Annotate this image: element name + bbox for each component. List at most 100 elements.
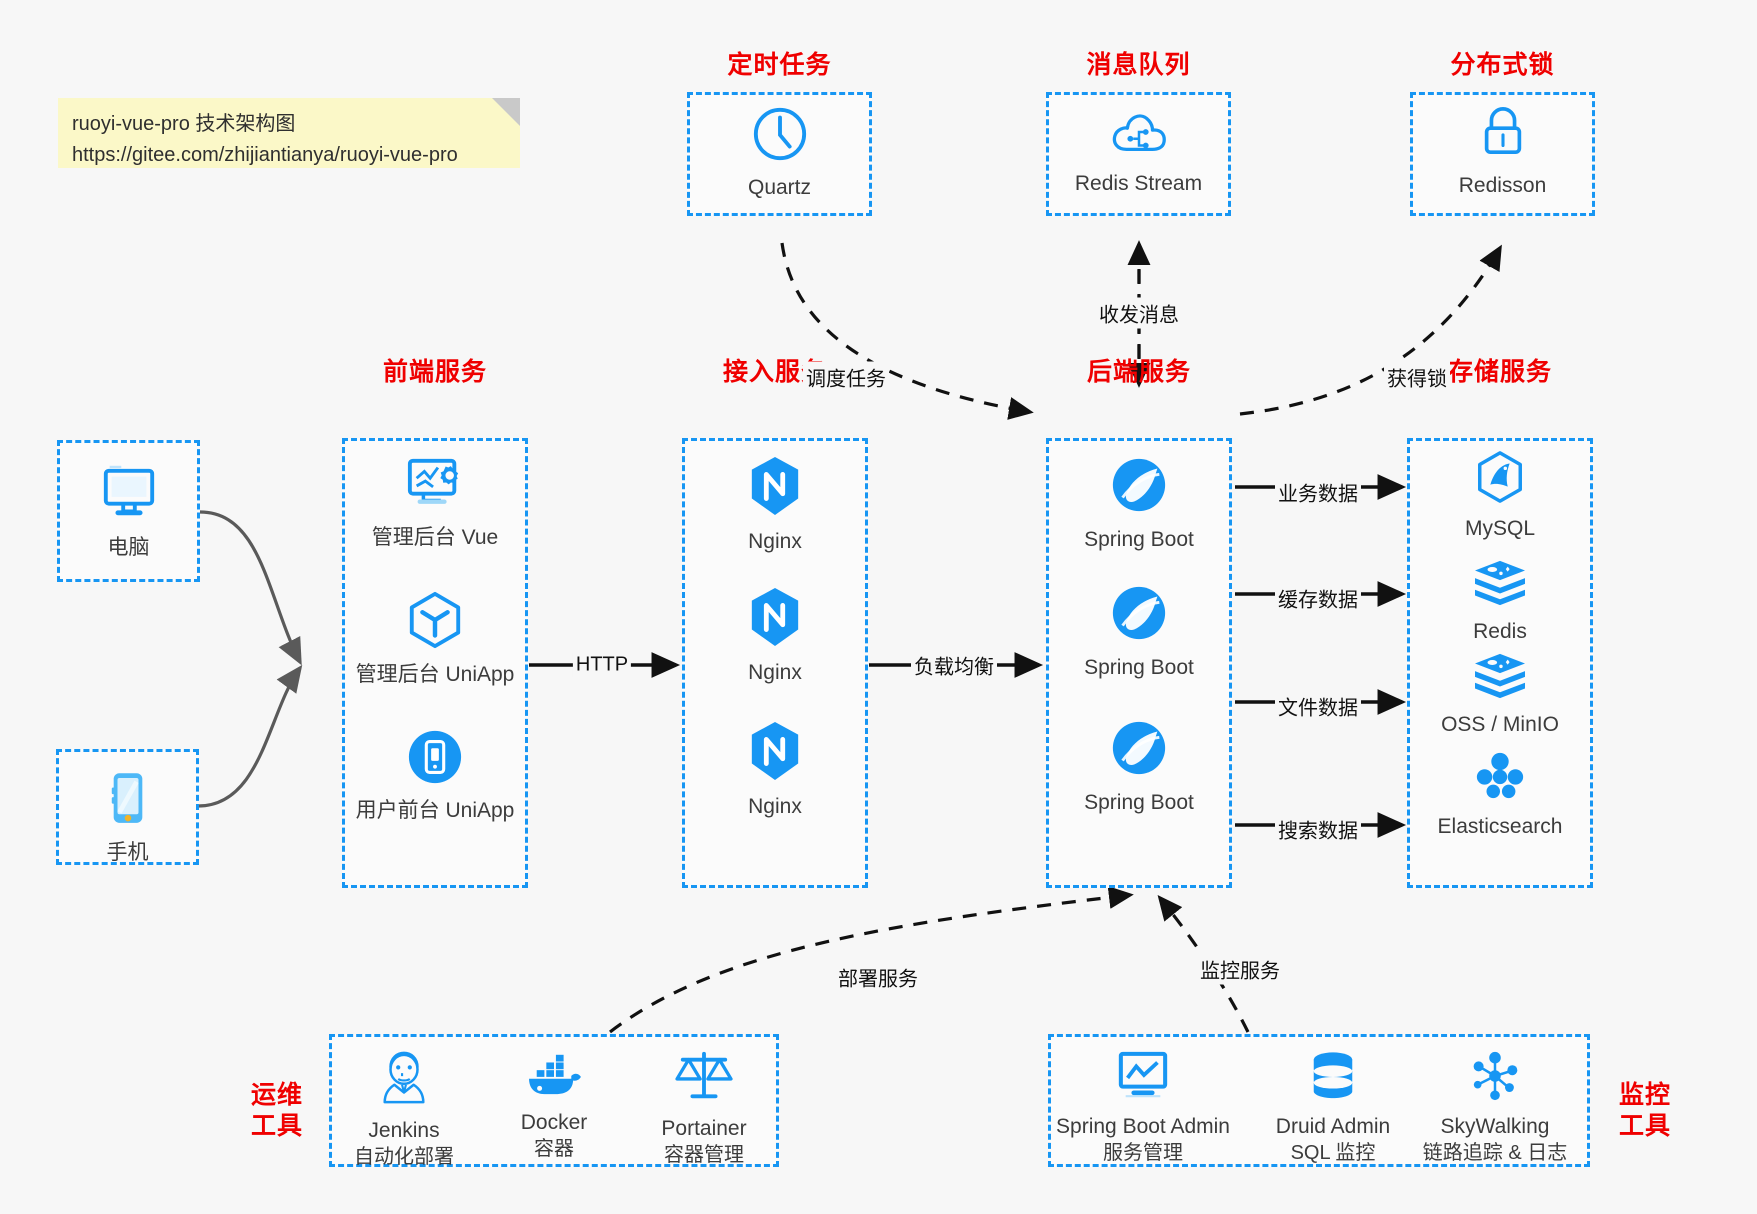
node-druid-admin[interactable]: Druid Admin SQL 监控 xyxy=(1238,1050,1428,1166)
group-title-frontend: 前端服务 xyxy=(382,358,487,386)
node-quartz[interactable]: Quartz xyxy=(687,105,872,201)
node-redis-label: Redis xyxy=(1473,620,1527,643)
edge-label-http: HTTP xyxy=(572,652,632,678)
group-box-scheduler xyxy=(687,92,872,216)
group-title-backend: 后端服务 xyxy=(1086,358,1191,386)
node-spring-boot-1-label: Spring Boot xyxy=(1084,528,1194,551)
node-nginx-3-label: Nginx xyxy=(748,795,802,818)
node-redis[interactable]: Redis xyxy=(1407,557,1593,645)
node-portainer-sub: 容器管理 xyxy=(664,1144,744,1167)
node-portainer-label: Portainer xyxy=(661,1117,747,1140)
edge-label-schedule-task: 调度任务 xyxy=(803,361,889,393)
node-skywalking-sub: 链路追踪 & 日志 xyxy=(1422,1142,1568,1165)
node-nginx-1-label: Nginx xyxy=(748,530,802,553)
group-title-monitor-line2: 工具 xyxy=(1618,1112,1671,1141)
lock-icon xyxy=(1477,103,1529,166)
jenkins-icon xyxy=(377,1050,431,1111)
node-druid-admin-label: Druid Admin xyxy=(1275,1115,1391,1138)
nginx-icon xyxy=(747,720,803,787)
phone-icon xyxy=(107,770,149,833)
node-spring-boot-admin-sub: 服务管理 xyxy=(1103,1142,1183,1165)
edge-label-load-balance: 负载均衡 xyxy=(911,649,997,681)
group-title-storage: 存储服务 xyxy=(1447,358,1552,386)
edge-label-search-data: 搜索数据 xyxy=(1275,813,1361,845)
group-title-scheduler: 定时任务 xyxy=(727,51,832,79)
node-admin-uniapp[interactable]: 管理后台 UniApp xyxy=(342,590,528,688)
group-title-devops: 运维 工具 xyxy=(232,1080,322,1143)
node-phone-label: 手机 xyxy=(106,841,149,864)
node-pc-label: 电脑 xyxy=(107,536,150,559)
node-nginx-2-label: Nginx xyxy=(748,661,802,684)
node-docker[interactable]: Docker 容器 xyxy=(479,1050,629,1162)
node-jenkins-label: Jenkins xyxy=(368,1119,440,1142)
node-elasticsearch[interactable]: Elasticsearch xyxy=(1407,748,1593,840)
mysql-icon xyxy=(1473,450,1527,509)
monitor-chart-icon xyxy=(1113,1050,1173,1107)
edge-label-file-data: 文件数据 xyxy=(1275,690,1361,722)
node-spring-boot-3-label: Spring Boot xyxy=(1084,791,1194,814)
sticky-note: ruoyi-vue-pro 技术架构图 https://gitee.com/zh… xyxy=(58,98,520,168)
node-pc[interactable]: 电脑 xyxy=(57,465,200,561)
scales-icon xyxy=(675,1050,733,1109)
group-title-monitor-line1: 监控 xyxy=(1618,1081,1671,1109)
redis-icon xyxy=(1471,557,1529,612)
edge-label-monitor-service: 监控服务 xyxy=(1197,953,1283,985)
node-mysql[interactable]: MySQL xyxy=(1407,450,1593,542)
nginx-icon xyxy=(747,455,803,522)
node-spring-boot-admin-label: Spring Boot Admin xyxy=(1056,1115,1230,1138)
node-admin-uniapp-label: 管理后台 UniApp xyxy=(355,663,515,686)
node-admin-vue[interactable]: 管理后台 Vue xyxy=(342,455,528,551)
node-jenkins-sub: 自动化部署 xyxy=(354,1146,454,1169)
node-nginx-1[interactable]: Nginx xyxy=(682,455,868,555)
spring-boot-icon xyxy=(1109,583,1169,648)
node-redisson[interactable]: Redisson xyxy=(1410,103,1595,199)
node-skywalking-label: SkyWalking xyxy=(1440,1115,1550,1138)
nginx-icon xyxy=(747,586,803,653)
node-skywalking[interactable]: SkyWalking 链路追踪 & 日志 xyxy=(1400,1050,1590,1166)
node-oss-minio[interactable]: OSS / MinIO xyxy=(1407,650,1593,738)
group-box-backend xyxy=(1046,438,1232,888)
node-nginx-2[interactable]: Nginx xyxy=(682,586,868,686)
database-icon xyxy=(1306,1050,1360,1107)
desktop-icon xyxy=(98,465,160,528)
edge-label-acquire-lock: 获得锁 xyxy=(1384,361,1450,393)
group-title-monitor: 监控 工具 xyxy=(1600,1080,1690,1143)
edge-label-deploy-service: 部署服务 xyxy=(835,961,921,993)
node-portainer[interactable]: Portainer 容器管理 xyxy=(629,1050,779,1168)
group-box-mq xyxy=(1046,92,1231,216)
node-docker-label: Docker xyxy=(520,1111,588,1134)
node-phone[interactable]: 手机 xyxy=(56,770,199,866)
node-quartz-label: Quartz xyxy=(747,176,812,199)
group-title-lock: 分布式锁 xyxy=(1450,51,1555,79)
edge-label-business-data: 业务数据 xyxy=(1275,476,1361,508)
cloud-stream-icon xyxy=(1109,105,1169,164)
node-admin-vue-label: 管理后台 Vue xyxy=(371,526,499,549)
node-oss-minio-label: OSS / MinIO xyxy=(1441,713,1559,736)
node-spring-boot-2-label: Spring Boot xyxy=(1084,656,1194,679)
elasticsearch-icon xyxy=(1472,748,1528,807)
node-redis-stream[interactable]: Redis Stream xyxy=(1046,105,1231,197)
cube-icon xyxy=(405,590,465,655)
group-title-devops-line2: 工具 xyxy=(250,1112,303,1141)
group-title-devops-line1: 运维 xyxy=(250,1081,303,1109)
edge-label-cache-data: 缓存数据 xyxy=(1275,582,1361,614)
node-nginx-3[interactable]: Nginx xyxy=(682,720,868,820)
skywalking-icon xyxy=(1467,1050,1523,1107)
node-spring-boot-admin[interactable]: Spring Boot Admin 服务管理 xyxy=(1048,1050,1238,1166)
node-jenkins[interactable]: Jenkins 自动化部署 xyxy=(329,1050,479,1170)
node-spring-boot-1[interactable]: Spring Boot xyxy=(1046,455,1232,553)
node-elasticsearch-label: Elasticsearch xyxy=(1437,815,1563,838)
note-line-title: ruoyi-vue-pro 技术架构图 xyxy=(72,113,296,135)
node-redis-stream-label: Redis Stream xyxy=(1074,172,1203,195)
node-spring-boot-3[interactable]: Spring Boot xyxy=(1046,718,1232,816)
group-box-frontend xyxy=(342,438,528,888)
node-user-uniapp[interactable]: 用户前台 UniApp xyxy=(342,728,528,824)
oss-minio-icon xyxy=(1471,650,1529,705)
node-spring-boot-2[interactable]: Spring Boot xyxy=(1046,583,1232,681)
note-fold-corner xyxy=(492,98,520,126)
dashboard-settings-icon xyxy=(402,455,468,518)
group-title-mq: 消息队列 xyxy=(1086,51,1191,79)
edge-label-send-receive-message: 收发消息 xyxy=(1096,297,1182,329)
node-druid-admin-sub: SQL 监控 xyxy=(1290,1142,1376,1165)
